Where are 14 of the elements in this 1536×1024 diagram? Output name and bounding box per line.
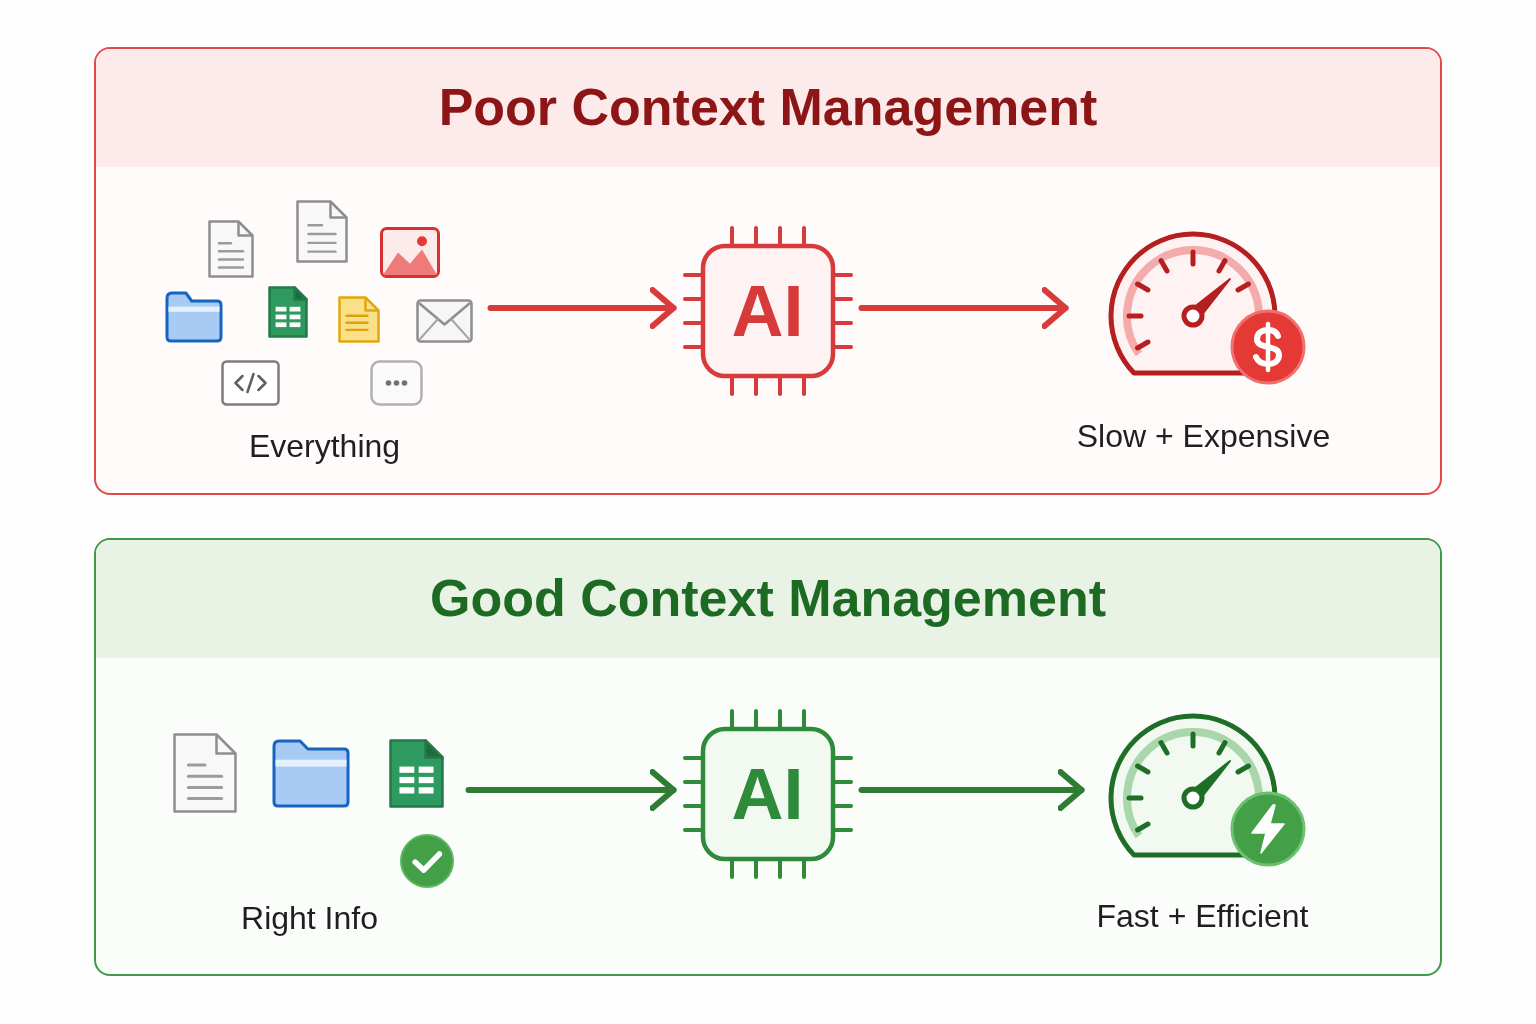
- panel-title: Good Context Management: [430, 570, 1106, 628]
- node-label: Right Info: [241, 899, 378, 937]
- node-label: Slow + Expensive: [1076, 417, 1331, 455]
- arrow: [858, 769, 1085, 811]
- arrow: [487, 287, 677, 329]
- section-panel: [94, 47, 1442, 495]
- chip-label: AI: [731, 757, 804, 830]
- node-label: Everything: [248, 427, 401, 465]
- node-label: Fast + Efficient: [1096, 897, 1309, 935]
- panel-title: Poor Context Management: [438, 79, 1098, 137]
- section-panel: [94, 538, 1442, 976]
- arrow: [858, 287, 1069, 329]
- arrow: [465, 769, 677, 811]
- chip-label: AI: [731, 274, 804, 347]
